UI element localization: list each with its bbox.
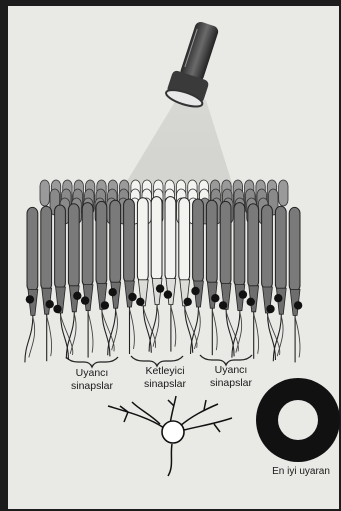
- ganglion-cell: [108, 396, 232, 476]
- flashlight-icon: [164, 18, 226, 110]
- best-stimulus-label: En iyi uyaran: [262, 465, 340, 478]
- inhibitory-synapses-label: Ketleyici sinapslar: [129, 365, 201, 391]
- excitatory-synapses-label-left: Uyancı sinapslar: [62, 367, 122, 393]
- excitatory-synapses-label-right: Uyancı sinapslar: [199, 364, 263, 390]
- ring-stimulus-icon: [256, 378, 340, 462]
- photoreceptor-array: [25, 180, 302, 362]
